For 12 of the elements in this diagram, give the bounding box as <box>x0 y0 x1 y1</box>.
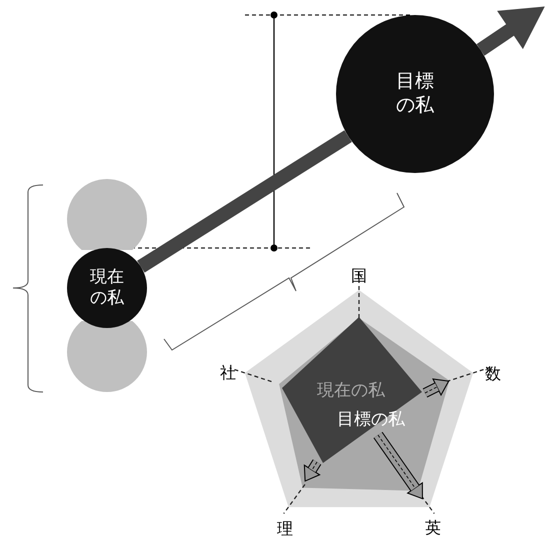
chart-label: 現在の私 <box>317 382 385 400</box>
small-circle <box>67 248 147 328</box>
axis-label: 国 <box>351 268 367 284</box>
axis-label: 英 <box>425 520 441 536</box>
axis-label: 社 <box>220 365 236 381</box>
circle-label: 現在の私 <box>89 266 125 310</box>
axis-label: 理 <box>277 521 293 537</box>
axis-label: 数 <box>485 366 501 382</box>
chart-label: 目標の私 <box>337 412 405 428</box>
arrow <box>137 130 352 273</box>
arrow <box>476 6 545 56</box>
circle-label: 目標の私 <box>395 70 435 118</box>
